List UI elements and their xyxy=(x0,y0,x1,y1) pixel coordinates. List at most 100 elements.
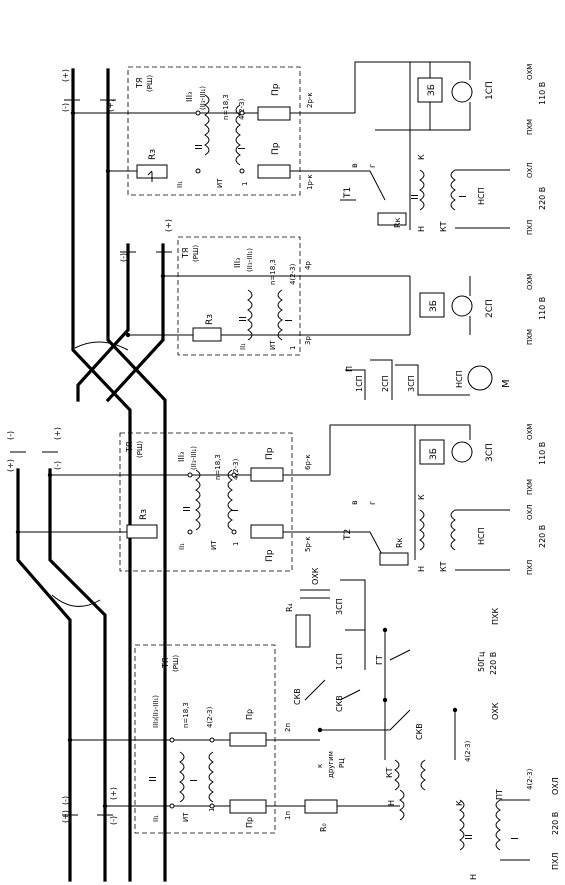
okhk-label: ОХК xyxy=(311,567,320,585)
v-label: в xyxy=(350,163,359,168)
motor-m-label: М xyxy=(501,379,512,388)
pkh-label: ПХМ xyxy=(526,479,534,495)
k-label: К xyxy=(417,494,426,500)
contact-2sp: 2СП xyxy=(381,375,390,392)
okhl-label: ОХЛ xyxy=(526,162,534,178)
it-label: ИТ xyxy=(216,178,224,188)
r0-label: R₀ xyxy=(319,823,328,832)
contact-3sp: 3СП xyxy=(335,598,344,615)
rail-plus-label: (+) xyxy=(164,219,173,232)
rail-minus-label: (-) xyxy=(61,796,70,805)
ratio-label: n=18,3 xyxy=(222,94,230,120)
ratio-label: n=18,3 xyxy=(269,259,277,285)
winding-II: II xyxy=(464,834,475,840)
ty-subtitle: (РШ) xyxy=(192,245,200,262)
winding-I: I xyxy=(189,779,200,782)
rail-minus-label: (-) xyxy=(53,461,62,470)
wire-6rk: 6р-к xyxy=(304,454,312,470)
relay-block-2 xyxy=(177,236,301,356)
wire-4r: 4р xyxy=(304,261,312,270)
supply-220: 220 В xyxy=(538,525,547,548)
okhl-label: ОХЛ xyxy=(526,504,534,520)
pr-label: Пр xyxy=(245,709,254,720)
motor-contacts xyxy=(345,359,493,400)
motor-3sp-label: 3СП xyxy=(485,443,495,462)
wire-3r: 3р xyxy=(304,336,312,345)
supply-220: 220 В xyxy=(489,652,498,675)
pr-label: Пр xyxy=(271,142,281,155)
tap-label: 4(2-3) xyxy=(464,740,472,762)
wire-2p: 2п xyxy=(284,723,292,732)
formula-top-sub: (II₃-III₁) xyxy=(246,248,254,272)
skv-label: СКВ xyxy=(293,688,302,705)
g-label: г xyxy=(368,501,377,505)
motor-2sp-label: 2СП xyxy=(485,299,495,318)
other-rc-3: РЦ xyxy=(338,758,346,768)
one-label: 1 xyxy=(208,808,216,812)
ty-subtitle: (РШ) xyxy=(136,441,144,458)
formula-bottom: III₃(II₃-III₁) xyxy=(152,695,160,728)
motor-1sp-label: 1СП xyxy=(485,81,495,100)
t2-label: Т2 xyxy=(343,529,353,541)
rk-label: Rк xyxy=(393,217,402,228)
control-circuit-1 xyxy=(330,61,510,230)
wire-2rk: 2р-к xyxy=(306,92,314,108)
tap-label: 4(2-3) xyxy=(232,458,240,480)
one-label: 1 xyxy=(289,346,297,350)
kt-label: КТ xyxy=(439,221,448,232)
it-label: ИТ xyxy=(210,540,218,550)
rail-minus-label: (-) xyxy=(61,103,70,112)
pkh-label: ПХМ xyxy=(526,329,534,345)
ii1-label: II₁ xyxy=(176,181,184,188)
supply-110: 110 В xyxy=(538,297,547,320)
rail-minus-label: (-) xyxy=(119,253,128,262)
hz-label: 50Гц xyxy=(477,651,486,672)
pr-label: Пр xyxy=(245,817,254,828)
wire-1p: 1п xyxy=(284,811,292,820)
rail-plus-label: (+) xyxy=(53,427,62,440)
skv-label: СКВ xyxy=(335,695,344,712)
wire-1rk: 1р-к xyxy=(306,174,314,190)
n-label: Н xyxy=(469,874,478,880)
ty-title: ТЯ xyxy=(181,248,190,259)
n-label: Н xyxy=(417,566,426,572)
gt-label: ГТ xyxy=(375,655,384,665)
winding-I: I xyxy=(458,195,469,198)
okh-label: ОХМ xyxy=(526,424,534,440)
one-label: 1 xyxy=(232,542,240,546)
zb-label: ЗБ xyxy=(429,448,439,460)
tap-label: 4(2-3) xyxy=(238,98,246,120)
nsp-label: НСП xyxy=(477,187,486,205)
ratio-label: n=18,3 xyxy=(182,702,190,728)
okh-label: ОХМ xyxy=(526,274,534,290)
winding-I: I xyxy=(237,147,248,150)
winding-II: II xyxy=(182,506,193,512)
ty-title: ТЯ xyxy=(161,658,170,669)
relay-block-1 xyxy=(127,66,301,196)
n-label: Н xyxy=(387,800,396,806)
ii1-label: II₁ xyxy=(178,543,186,550)
kt-label: КТ xyxy=(439,561,448,572)
rz-label: Rз xyxy=(139,509,149,520)
pkhk-label: ПХК xyxy=(491,608,500,625)
control-circuit-3 xyxy=(329,424,510,571)
control-circuit-4 xyxy=(394,710,530,861)
it-label: ИТ xyxy=(269,340,277,350)
contact-1sp: 1СП xyxy=(355,375,364,392)
pkhl-label: ПХЛ xyxy=(526,560,534,575)
tap-label: 4(2-3) xyxy=(289,263,297,285)
contact-3sp: 3СП xyxy=(407,375,416,392)
signal-switches xyxy=(295,579,458,760)
ty-subtitle: (РШ) xyxy=(172,655,180,672)
winding-II: II xyxy=(194,144,205,150)
rk-label: Rк xyxy=(395,537,404,548)
it-label: ИТ xyxy=(182,812,190,822)
nsp-label: НСП xyxy=(455,370,464,388)
winding-II: II xyxy=(410,194,421,200)
one-label: 1 xyxy=(241,182,249,186)
v-label: в xyxy=(350,500,359,505)
formula-top-sub: (II₃-III₁) xyxy=(190,446,198,470)
winding-II: II xyxy=(148,776,159,782)
other-rc-1: к xyxy=(316,764,324,768)
